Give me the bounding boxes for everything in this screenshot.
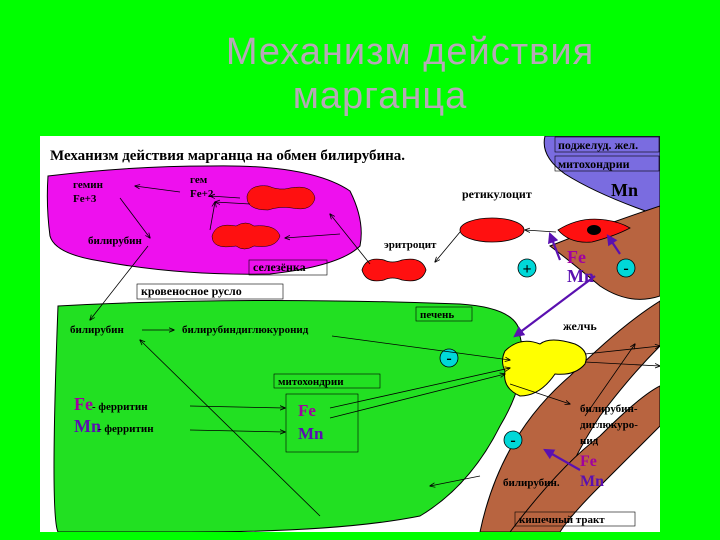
rbc-erythrocyte — [361, 258, 427, 282]
mn-mid-label: Mn — [567, 266, 594, 286]
mn-ferritin-element: Mn — [74, 416, 101, 436]
diagram-panel: + - - - Ме — [40, 136, 660, 532]
reticulocyte-label: ретикулоцит — [462, 187, 532, 201]
minus-label-intestine: - — [510, 432, 515, 449]
liver-shape — [53, 299, 523, 532]
bilirubin-diagram: + - - - Ме — [46, 136, 660, 532]
fe-intestine-label: Fe — [580, 453, 597, 470]
minus-label-top: - — [623, 260, 628, 277]
minus-marker-intestine — [503, 430, 523, 450]
bilirubin-diglucuronide-label: билирубиндиглюкуронид — [182, 324, 309, 336]
mn-intestine-label: Mn — [580, 473, 604, 490]
spleen-label: селезёнка — [253, 260, 306, 274]
plus-marker — [517, 258, 537, 278]
mito-liver-label-box — [273, 373, 381, 389]
diagram-heading: Механизм действия марганца на обмен били… — [50, 148, 405, 164]
plus-label: + — [522, 261, 531, 278]
fe-mid-label: Fe — [567, 247, 586, 267]
pancreas-label-box — [554, 136, 660, 153]
mn-ferritin-text: - ферритин — [98, 423, 154, 435]
minus-marker-top — [616, 258, 636, 278]
fe-ferritin-element: Fe — [74, 394, 93, 414]
intestine-bdg-line3: нид — [580, 435, 599, 447]
mito-mn-label: Mn — [298, 424, 324, 443]
mito-top-label-box — [554, 155, 660, 172]
arrow-group — [90, 186, 660, 517]
intestine-label: кишечный тракт — [519, 514, 605, 526]
fe2-label: Fe+2 — [190, 188, 214, 200]
mn-top-label: Mn — [611, 180, 638, 200]
mito-fe-label: Fe — [298, 401, 316, 420]
gem-label: гем — [190, 174, 208, 186]
erythrocyte-label: эритроцит — [384, 239, 437, 251]
purple-arrow-group — [513, 231, 621, 471]
slide-title: Механизм действия марганца — [0, 30, 720, 118]
bile-label: желчь — [563, 319, 597, 333]
mitochondria-nucleus — [587, 225, 601, 235]
gemin-label: гемин — [73, 179, 104, 191]
intestine-bdg-line1: билирубин- — [580, 403, 638, 415]
fe-ferritin-text: - ферритин — [92, 401, 148, 413]
bilirubin-liver-label: билирубин — [70, 324, 125, 336]
mito-liver-fe-mn-box — [285, 393, 359, 453]
bilirubin-intestine-label: билирубин. — [503, 477, 560, 489]
slide-title-line-1: Механизм действия — [225, 31, 595, 73]
mito-top-label: митохондрии — [558, 157, 630, 171]
liver-label: печень — [420, 309, 454, 321]
spleen-label-box — [248, 259, 328, 276]
blood-label: кровеносное русло — [141, 284, 242, 298]
mito-liver-label: митохондрии — [278, 376, 344, 388]
pancreas-label: поджелуд. жел. — [558, 138, 638, 152]
rbc-reticulocyte — [459, 217, 525, 243]
intestine-lower-band — [509, 385, 660, 532]
rbc-spleen-bottom — [211, 222, 281, 250]
slide-title-line-2: марганца — [292, 75, 468, 117]
minus-marker-liver — [439, 348, 459, 368]
liver-label-box — [415, 306, 473, 322]
minus-label-liver: - — [446, 350, 451, 367]
blood-label-box — [136, 283, 284, 300]
intestine-label-box — [514, 511, 636, 527]
rbc-spleen-top — [246, 185, 316, 211]
fe3-label: Fe+3 — [73, 193, 97, 205]
intestine-bdg-line2: диглюкуро- — [580, 419, 638, 431]
bilirubin-spleen-label: билирубин — [88, 235, 143, 247]
